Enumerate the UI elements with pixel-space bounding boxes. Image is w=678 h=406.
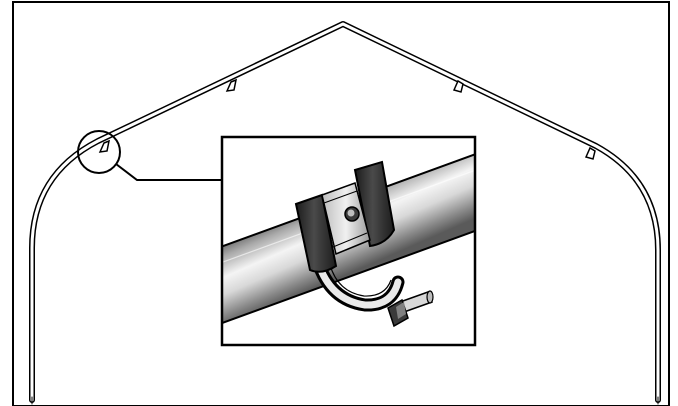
callout-leader-line [115, 163, 222, 181]
clamp-callout-circle [77, 130, 121, 174]
clamp-mark [225, 78, 238, 92]
clamp-callout [77, 130, 222, 181]
detail-inset [220, 135, 477, 347]
frame-clamps [98, 78, 596, 160]
clamp-mark [98, 139, 111, 153]
frame-arch [29, 21, 661, 405]
clamp-mark [452, 79, 464, 93]
clamp-mark [584, 146, 596, 160]
set-screw [344, 206, 360, 222]
diagram-border [12, 1, 670, 406]
clamp-bolt [387, 290, 434, 328]
inset-clamp [294, 160, 434, 328]
